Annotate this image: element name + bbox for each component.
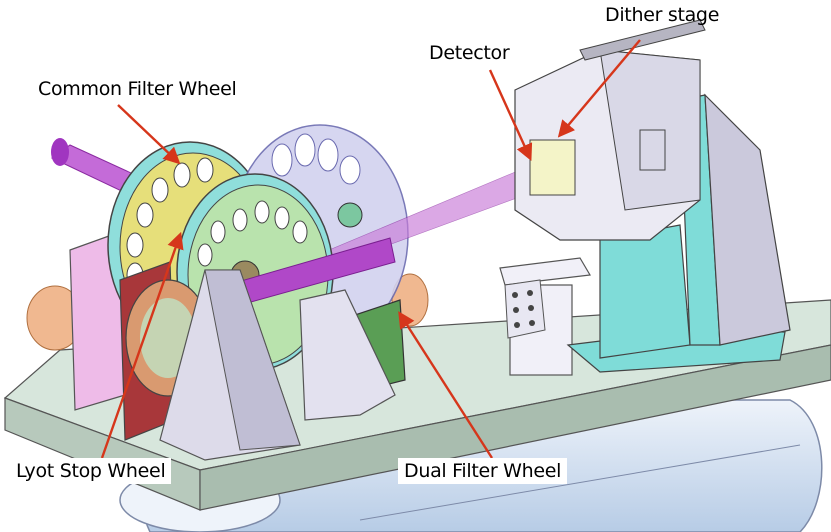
label-common-filter-wheel: Common Filter Wheel [38, 78, 237, 100]
support-grey-back [299, 289, 396, 421]
arrow-dual-filter-wheel [398, 311, 494, 459]
detector-housing [514, 19, 706, 241]
detector-plate [529, 139, 576, 196]
dither-rail [579, 19, 706, 61]
detector-mount-cyan [566, 93, 791, 373]
arrow-dither-stage [557, 39, 641, 138]
label-dual-filter-wheel: Dual Filter Wheel [398, 458, 568, 484]
arrow-common-filter-wheel [117, 104, 181, 165]
arrow-detector [488, 69, 533, 162]
arrow-lyot-stop-wheel [100, 231, 184, 459]
support-grey-front-shade [204, 269, 301, 451]
support-pillar [499, 257, 591, 376]
label-detector: Detector [429, 42, 510, 64]
label-dither-stage: Dither stage [605, 4, 720, 26]
label-lyot-stop-wheel: Lyot Stop Wheel [10, 458, 172, 484]
annotation-arrows [100, 39, 641, 459]
